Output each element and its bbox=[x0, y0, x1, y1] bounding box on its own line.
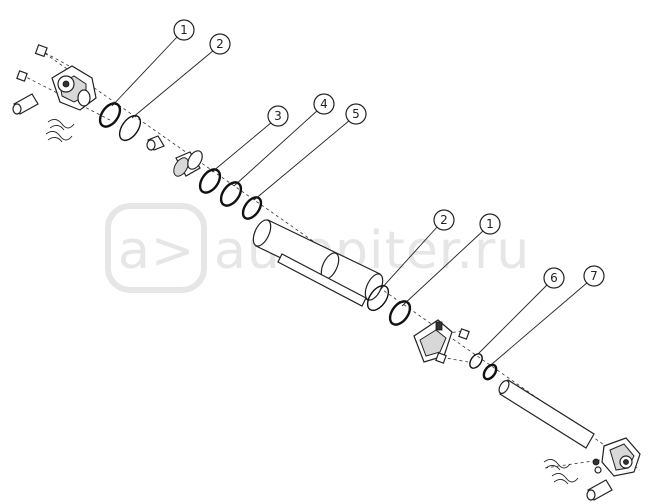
ring-7 bbox=[482, 363, 498, 381]
ring-1-left bbox=[98, 102, 122, 128]
right-pin bbox=[586, 479, 613, 501]
left-nut-bottom bbox=[16, 70, 28, 82]
callout-3: 3 bbox=[211, 105, 289, 173]
ring-4 bbox=[219, 181, 243, 207]
gland-nut-top bbox=[458, 328, 470, 340]
callout-2-right: 2 bbox=[379, 209, 455, 291]
ring-3 bbox=[198, 168, 222, 194]
watermark-logo-glyph: a> bbox=[118, 221, 195, 281]
callout-6: 6 bbox=[477, 267, 565, 355]
piston-rod bbox=[498, 379, 595, 449]
left-clip-1 bbox=[47, 119, 75, 131]
gland-end-cap bbox=[413, 319, 453, 363]
callout-5: 5 bbox=[253, 103, 367, 201]
gland-nut-bottom bbox=[435, 352, 447, 364]
right-clip-2 bbox=[551, 473, 579, 485]
left-nut-top bbox=[34, 44, 48, 58]
cylinder-tube bbox=[252, 219, 384, 307]
right-clevis-head bbox=[601, 437, 641, 477]
svg-text:7: 7 bbox=[590, 269, 598, 283]
callout-1-left: 1 bbox=[111, 19, 195, 107]
right-nut bbox=[592, 458, 602, 474]
ring-1-right bbox=[388, 300, 412, 326]
svg-text:3: 3 bbox=[274, 109, 282, 123]
ring-2-left bbox=[118, 114, 142, 142]
piston bbox=[173, 150, 203, 177]
svg-text:4: 4 bbox=[320, 97, 328, 111]
svg-text:6: 6 bbox=[550, 271, 558, 285]
ring-5 bbox=[241, 196, 263, 220]
left-pin bbox=[12, 93, 39, 115]
callout-2-left: 2 bbox=[131, 33, 231, 119]
small-bushing bbox=[146, 135, 165, 151]
callout-1-right: 1 bbox=[401, 213, 501, 307]
left-clevis-head bbox=[51, 65, 97, 111]
watermark-logo-box bbox=[105, 203, 207, 293]
svg-text:2: 2 bbox=[216, 37, 224, 51]
svg-text:1: 1 bbox=[180, 23, 188, 37]
svg-text:2: 2 bbox=[440, 213, 448, 227]
svg-text:1: 1 bbox=[486, 217, 494, 231]
callout-7: 7 bbox=[491, 265, 605, 365]
right-clip-1 bbox=[543, 459, 571, 471]
callout-4: 4 bbox=[233, 93, 335, 187]
ring-2-right bbox=[366, 284, 390, 312]
svg-text:5: 5 bbox=[352, 107, 360, 121]
left-clip-2 bbox=[45, 131, 73, 143]
ring-6 bbox=[469, 353, 483, 369]
